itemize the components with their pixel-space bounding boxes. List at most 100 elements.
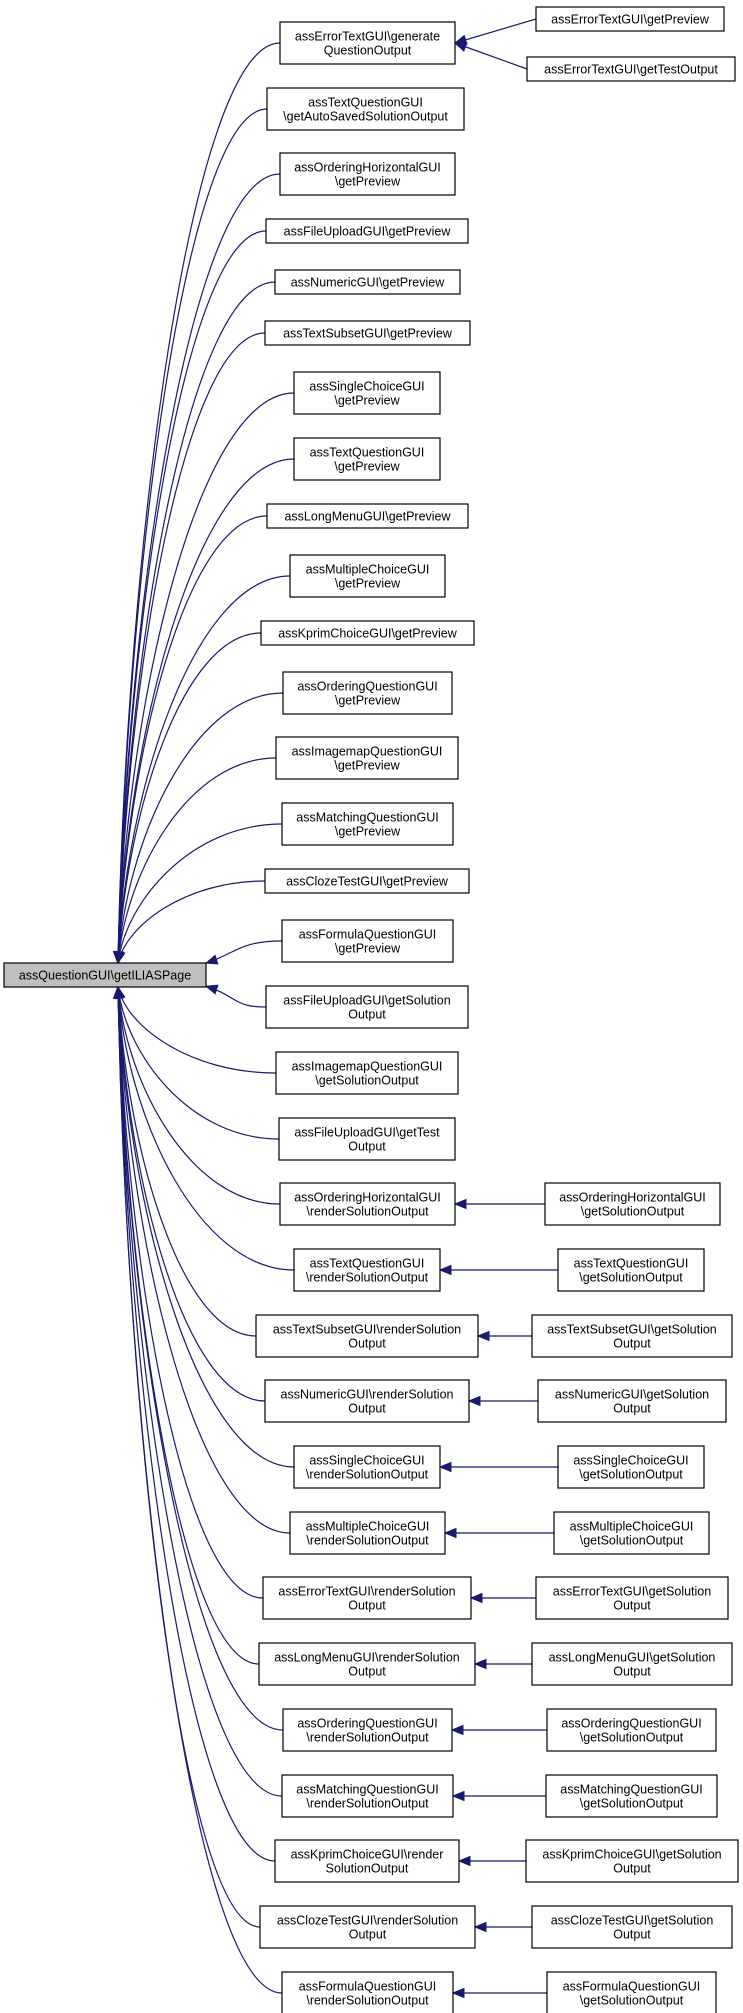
node-label: \getAutoSavedSolutionOutput (283, 110, 448, 124)
graph-node[interactable]: assMatchingQuestionGUI\getSolutionOutput (545, 1774, 718, 1818)
node-box (260, 620, 475, 646)
graph-node[interactable]: assNumericGUI\getPreview (274, 269, 461, 295)
node-box (281, 802, 454, 846)
graph-node[interactable]: assKprimChoiceGUI\getSolutionOutput (525, 1839, 739, 1883)
node-label: \renderSolutionOutput (306, 1271, 429, 1285)
graph-node[interactable]: assMatchingQuestionGUI\renderSolutionOut… (281, 1774, 454, 1818)
graph-node[interactable]: assSingleChoiceGUI\getPreview (293, 371, 441, 415)
edge (117, 108, 268, 964)
graph-node[interactable]: assKprimChoiceGUI\renderSolutionOutput (274, 1839, 460, 1883)
edge (454, 42, 528, 70)
node-box (266, 503, 469, 529)
graph-node[interactable]: assErrorTextGUI\getTestOutput (526, 56, 736, 82)
graph-node[interactable]: assOrderingQuestionGUI\getSolutionOutput (546, 1708, 717, 1752)
graph-node[interactable]: assErrorTextGUI\renderSolutionOutput (262, 1576, 472, 1620)
graph-node[interactable]: assLongMenuGUI\renderSolutionOutput (258, 1642, 476, 1686)
graph-node[interactable]: assTextQuestionGUI\renderSolutionOutput (293, 1248, 441, 1292)
node-label: Output (348, 1140, 386, 1154)
graph-node[interactable]: assFileUploadGUI\getTestOutput (278, 1117, 456, 1161)
graph-node[interactable]: assFormulaQuestionGUI\renderSolutionOutp… (281, 1971, 454, 2013)
node-label: assKprimChoiceGUI\getPreview (278, 627, 458, 641)
graph-node[interactable]: assTextQuestionGUI\getAutoSavedSolutionO… (266, 87, 465, 131)
node-label: assTextQuestionGUI (574, 1257, 689, 1271)
node-box (281, 919, 454, 963)
graph-node[interactable]: assImagemapQuestionGUI\getPreview (275, 736, 459, 780)
node-label: assImagemapQuestionGUI (292, 745, 443, 759)
node-label: assOrderingHorizontalGUI (294, 161, 441, 175)
node-label: assQuestionGUI\getILIASPage (19, 969, 191, 983)
node-label: assKprimChoiceGUI\render (291, 1848, 444, 1862)
graph-node[interactable]: assFileUploadGUI\getPreview (265, 218, 469, 244)
edge (117, 986, 277, 1074)
node-box (546, 1971, 717, 2013)
node-box (264, 1379, 470, 1423)
graph-node[interactable]: assTextSubsetGUI\getPreview (264, 320, 471, 346)
edge-arrowhead (443, 1527, 457, 1539)
edge (117, 515, 268, 964)
node-label: assOrderingHorizontalGUI (294, 1191, 441, 1205)
graph-node[interactable]: assErrorTextGUI\getPreview (535, 6, 725, 32)
graph-node[interactable]: assClozeTestGUI\renderSolutionOutput (259, 1905, 476, 1949)
node-box (279, 1182, 456, 1226)
graph-node[interactable]: assOrderingQuestionGUI\renderSolutionOut… (282, 1708, 453, 1752)
graph-node[interactable]: assFormulaQuestionGUI\getPreview (281, 919, 454, 963)
edge (117, 230, 267, 964)
graph-node[interactable]: assTextSubsetGUI\getSolutionOutput (531, 1314, 733, 1358)
node-box (293, 437, 441, 481)
graph-node[interactable]: assOrderingQuestionGUI\getPreview (282, 671, 453, 715)
graph-node[interactable]: assClozeTestGUI\getSolutionOutput (531, 1905, 733, 1949)
graph-node[interactable]: assLongMenuGUI\getSolutionOutput (531, 1642, 733, 1686)
root-node[interactable]: assQuestionGUI\getILIASPage (3, 962, 207, 988)
graph-node[interactable]: assImagemapQuestionGUI\getSolutionOutput (275, 1051, 459, 1095)
graph-node[interactable]: assMultipleChoiceGUI\getSolutionOutput (553, 1511, 710, 1555)
node-label: assNumericGUI\getPreview (291, 276, 445, 290)
node-label: Output (349, 1928, 387, 1942)
edge-arrowhead (438, 1264, 452, 1276)
node-label: \renderSolutionOutput (306, 1797, 429, 1811)
graph-node[interactable]: assKprimChoiceGUI\getPreview (260, 620, 475, 646)
node-box (526, 56, 736, 82)
graph-node[interactable]: assFormulaQuestionGUI\getSolutionOutput (546, 1971, 717, 2013)
graph-node[interactable]: assMultipleChoiceGUI\renderSolutionOutpu… (289, 1511, 446, 1555)
edge-arrowhead (469, 1592, 483, 1604)
graph-node[interactable]: assSingleChoiceGUI\getSolutionOutput (557, 1445, 705, 1489)
node-box (289, 554, 446, 598)
node-box (275, 1051, 459, 1095)
node-box (255, 1314, 479, 1358)
node-label: assMatchingQuestionGUI (560, 1783, 702, 1797)
edge (117, 986, 295, 1271)
edge-arrowhead (451, 1790, 465, 1802)
node-label: assMultipleChoiceGUI (306, 563, 430, 577)
graph-node[interactable]: assNumericGUI\renderSolutionOutput (264, 1379, 470, 1423)
graph-node[interactable]: assOrderingHorizontalGUI\renderSolutionO… (279, 1182, 456, 1226)
node-label: SolutionOutput (326, 1862, 409, 1876)
graph-node[interactable]: assTextSubsetGUI\renderSolutionOutput (255, 1314, 479, 1358)
node-label: assTextSubsetGUI\getSolution (547, 1323, 717, 1337)
node-label: \renderSolutionOutput (306, 1534, 429, 1548)
node-box (266, 87, 465, 131)
graph-node[interactable]: assMultipleChoiceGUI\getPreview (289, 554, 446, 598)
graph-node[interactable]: assOrderingHorizontalGUI\getPreview (279, 152, 456, 196)
graph-node[interactable]: assClozeTestGUI\getPreview (264, 868, 470, 894)
graph-node[interactable]: assNumericGUI\getSolutionOutput (537, 1379, 727, 1423)
node-label: assOrderingQuestionGUI (561, 1717, 701, 1731)
node-label: \getSolutionOutput (579, 1468, 683, 1482)
graph-node[interactable]: assTextQuestionGUI\getSolutionOutput (557, 1248, 705, 1292)
node-label: assKprimChoiceGUI\getSolution (542, 1848, 721, 1862)
node-label: Output (348, 1337, 386, 1351)
edge (117, 332, 266, 964)
graph-node[interactable]: assLongMenuGUI\getPreview (266, 503, 469, 529)
edge (117, 986, 283, 1994)
graph-node[interactable]: assFileUploadGUI\getSolutionOutput (265, 985, 469, 1029)
node-label: assFormulaQuestionGUI (299, 928, 437, 942)
graph-node[interactable]: assOrderingHorizontalGUI\getSolutionOutp… (544, 1182, 721, 1226)
node-box (3, 962, 207, 988)
graph-node[interactable]: assMatchingQuestionGUI\getPreview (281, 802, 454, 846)
graph-node[interactable]: assSingleChoiceGUI\renderSolutionOutput (293, 1445, 441, 1489)
edge (117, 692, 284, 964)
graph-node[interactable]: assErrorTextGUI\getSolutionOutput (535, 1576, 729, 1620)
node-label: assFileUploadGUI\getPreview (284, 225, 452, 239)
node-label: \getSolutionOutput (579, 1271, 683, 1285)
graph-node[interactable]: assTextQuestionGUI\getPreview (293, 437, 441, 481)
